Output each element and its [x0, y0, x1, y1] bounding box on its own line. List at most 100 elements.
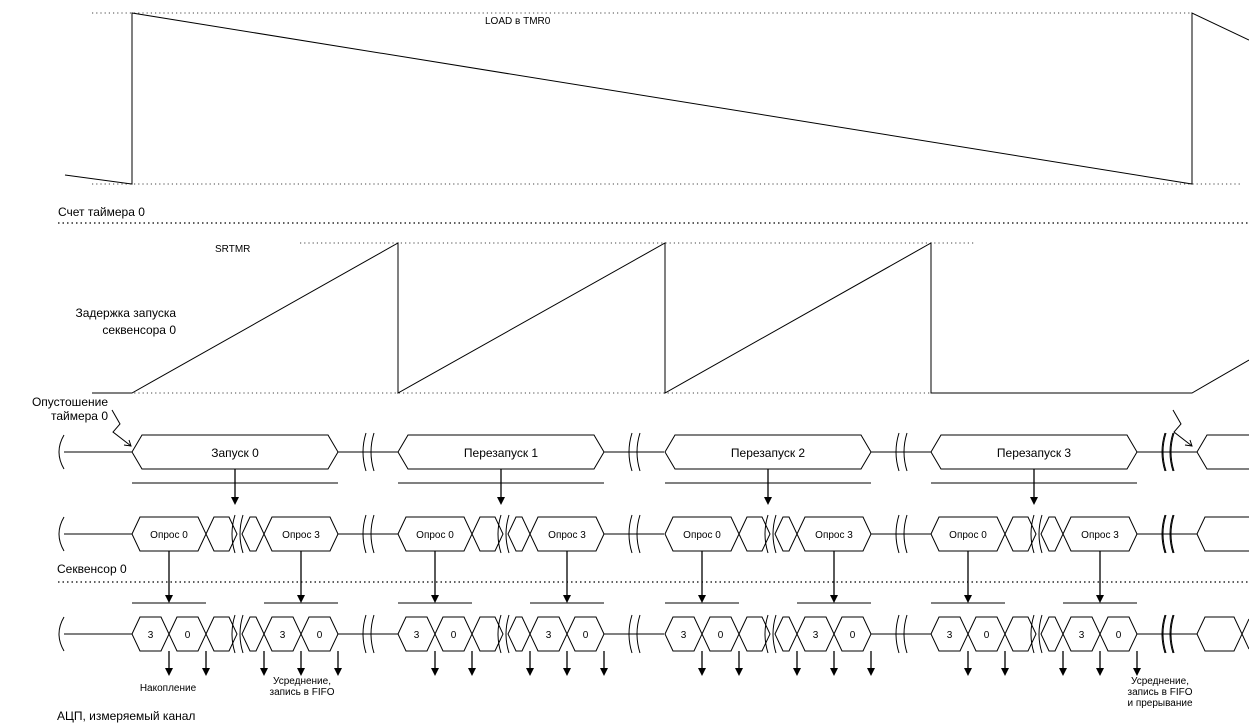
adc-value: 3: [1079, 630, 1085, 641]
adc-value: 0: [451, 630, 457, 641]
gap-segment: [1040, 616, 1064, 652]
arrow-head: [1059, 668, 1067, 676]
break-mark: [764, 514, 777, 554]
avg-fifo-label-line1: Усреднение,: [273, 676, 331, 687]
load-label: LOAD в TMR0: [485, 16, 551, 27]
arrow-head: [964, 595, 972, 603]
break-mark: [1162, 614, 1175, 654]
arrow-head: [497, 497, 505, 505]
underflow-label-line2: таймера 0: [51, 409, 108, 423]
break-mark: [628, 614, 641, 654]
break-mark: [628, 432, 641, 472]
arrow-head: [1096, 668, 1104, 676]
arrow-head: [334, 668, 342, 676]
adc-value: 3: [148, 630, 154, 641]
arrow-head: [964, 668, 972, 676]
arrow-head: [297, 595, 305, 603]
trigger-label: Перезапуск 3: [997, 446, 1072, 460]
break-mark: [1161, 514, 1174, 554]
gap-segment: [241, 516, 265, 552]
adc-sample-partial: [1241, 618, 1249, 650]
avg-fifo-int-label-line3: и прерывание: [1127, 698, 1193, 709]
arrow-head: [431, 668, 439, 676]
arrow-head: [698, 668, 706, 676]
arrow-head: [165, 668, 173, 676]
break-mark: [497, 514, 510, 554]
bus-start-wave: [58, 434, 65, 470]
delay-label-line1: Задержка запуска: [75, 306, 176, 320]
arrow-head: [468, 668, 476, 676]
arrow-head: [563, 595, 571, 603]
poll-label: Опрос 3: [815, 530, 853, 541]
poll-label: Опрос 0: [416, 530, 454, 541]
poll-segment-partial: [1192, 516, 1249, 552]
trigger-label: Перезапуск 2: [731, 446, 806, 460]
adc-value: 0: [1116, 630, 1122, 641]
adc-value: 0: [984, 630, 990, 641]
arrow-head: [231, 497, 239, 505]
poll-label: Опрос 0: [949, 530, 987, 541]
arrow-head: [431, 595, 439, 603]
poll-label: Опрос 0: [150, 530, 188, 541]
timer-count-label: Счет таймера 0: [58, 205, 145, 219]
adc-sample-partial: [1192, 616, 1243, 652]
adc-value: 0: [718, 630, 724, 641]
gap-segment: [471, 616, 504, 652]
gap-segment: [241, 616, 265, 652]
bus-start-wave: [58, 616, 65, 652]
break-mark: [231, 514, 244, 554]
gap-segment: [738, 616, 771, 652]
gap-segment: [738, 516, 771, 552]
arrow-head: [830, 668, 838, 676]
adc-value: 3: [414, 630, 420, 641]
gap-segment: [205, 516, 238, 552]
gap-segment: [471, 516, 504, 552]
adc-value: 3: [813, 630, 819, 641]
adc-value: 3: [546, 630, 552, 641]
trigger-bus-row: Запуск 0 Перезапуск 1 Перезапуск 2 Перезапу…: [58, 432, 1249, 505]
break-mark: [628, 514, 641, 554]
gap-segment: [205, 616, 238, 652]
poll-label: Опрос 3: [282, 530, 320, 541]
adc-value: 0: [185, 630, 191, 641]
avg-fifo-int-label-line2: запись в FIFO: [1128, 687, 1193, 698]
break-mark: [1161, 432, 1174, 472]
break-mark: [362, 614, 375, 654]
break-mark: [362, 432, 375, 472]
lightning-icon: [1172, 409, 1193, 447]
break-mark: [895, 432, 908, 472]
adc-value: 3: [947, 630, 953, 641]
trigger-label: Запуск 0: [211, 446, 259, 460]
arrow-head: [1096, 595, 1104, 603]
break-mark: [231, 614, 244, 654]
break-mark: [362, 514, 375, 554]
break-mark: [1161, 614, 1174, 654]
break-mark: [1030, 514, 1043, 554]
delay-label-line2: секвенсора 0: [102, 323, 176, 337]
bus-start-wave: [58, 516, 65, 552]
arrow-head: [735, 668, 743, 676]
break-mark: [764, 614, 777, 654]
arrow-head: [563, 668, 571, 676]
trigger-segment-partial: [1192, 434, 1249, 470]
arrow-head: [1030, 497, 1038, 505]
arrow-head: [600, 668, 608, 676]
arrow-head: [867, 668, 875, 676]
gap-segment: [774, 516, 798, 552]
arrow-head: [260, 668, 268, 676]
gap-segment: [1004, 616, 1037, 652]
break-mark: [895, 614, 908, 654]
arrow-head: [202, 668, 210, 676]
break-mark: [1162, 514, 1175, 554]
arrow-head: [526, 668, 534, 676]
accumulation-label: Накопление: [140, 683, 197, 694]
adc-value: 0: [583, 630, 589, 641]
arrow-head: [1001, 668, 1009, 676]
trigger-label: Перезапуск 1: [464, 446, 539, 460]
sequencer-label: Секвенсор 0: [57, 562, 127, 576]
poll-label: Опрос 3: [1081, 530, 1119, 541]
arrow-head: [698, 595, 706, 603]
poll-label: Опрос 0: [683, 530, 721, 541]
timer-count-waveform: [64, 12, 1249, 185]
